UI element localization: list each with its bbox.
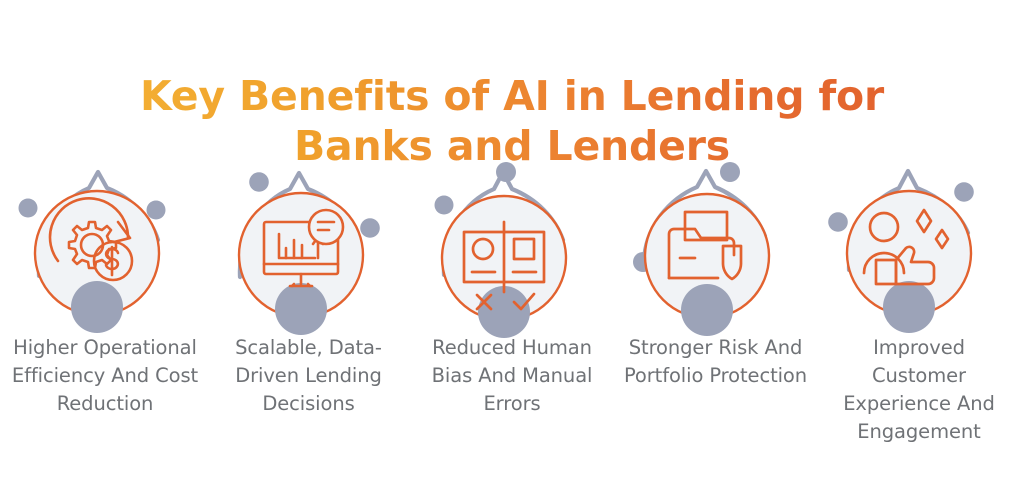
benefit-badge <box>210 160 408 335</box>
decorative-bottom-circle <box>680 284 733 336</box>
benefit-badge <box>413 160 611 338</box>
benefits-row: Higher Operational Efficiency And Cost R… <box>0 160 1024 480</box>
decorative-bottom-circle <box>71 281 123 333</box>
benefit-caption: Stronger Risk And Portfolio Protection <box>623 336 808 387</box>
title-container: Key Benefits of AI in Lending for Banks … <box>0 44 1024 199</box>
benefit-caption: Scalable, Data-Driven Lending Decisions <box>235 336 382 415</box>
decorative-dot-top <box>496 162 516 182</box>
benefit-item-risk-protection[interactable]: Stronger Risk And Portfolio Protection <box>617 160 815 390</box>
decorative-dot-right <box>954 182 974 202</box>
monitor-bar-chart-growth-icon <box>262 208 344 288</box>
person-thumbs-up-sparkle-icon <box>862 208 950 286</box>
benefit-badge <box>617 160 815 336</box>
decorative-dot-top-right <box>719 162 740 182</box>
benefit-caption: Reduced Human Bias And Manual Errors <box>431 336 593 415</box>
benefit-caption: Improved Customer Experience And Engagem… <box>843 336 995 443</box>
decorative-dot-left <box>828 212 848 232</box>
decorative-bottom-circle <box>274 283 327 335</box>
decorative-dot-right <box>359 218 380 238</box>
decorative-bottom-circle <box>478 286 530 338</box>
benefit-item-reduced-bias[interactable]: Reduced Human Bias And Manual Errors <box>413 160 611 418</box>
benefit-item-customer-experience[interactable]: Improved Customer Experience And Engagem… <box>820 160 1018 446</box>
decorative-dot-left <box>434 195 454 215</box>
benefit-badge <box>6 160 204 333</box>
decorative-dot-right <box>146 200 166 220</box>
briefcase-with-shield-icon <box>667 210 742 281</box>
decorative-bottom-circle <box>883 281 935 333</box>
benefit-badge <box>820 160 1018 333</box>
decorative-dot-upper-left <box>248 172 269 192</box>
page-title: Key Benefits of AI in Lending for Banks … <box>72 71 952 171</box>
benefit-item-scalable-decisions[interactable]: Scalable, Data-Driven Lending Decisions <box>210 160 408 418</box>
benefit-caption: Higher Operational Efficiency And Cost R… <box>11 336 199 415</box>
comparison-check-cross-icon <box>462 220 546 311</box>
gear-with-dollar-coin-icon <box>48 197 134 282</box>
benefit-item-efficiency[interactable]: Higher Operational Efficiency And Cost R… <box>6 160 204 418</box>
decorative-dot-left <box>18 198 38 218</box>
